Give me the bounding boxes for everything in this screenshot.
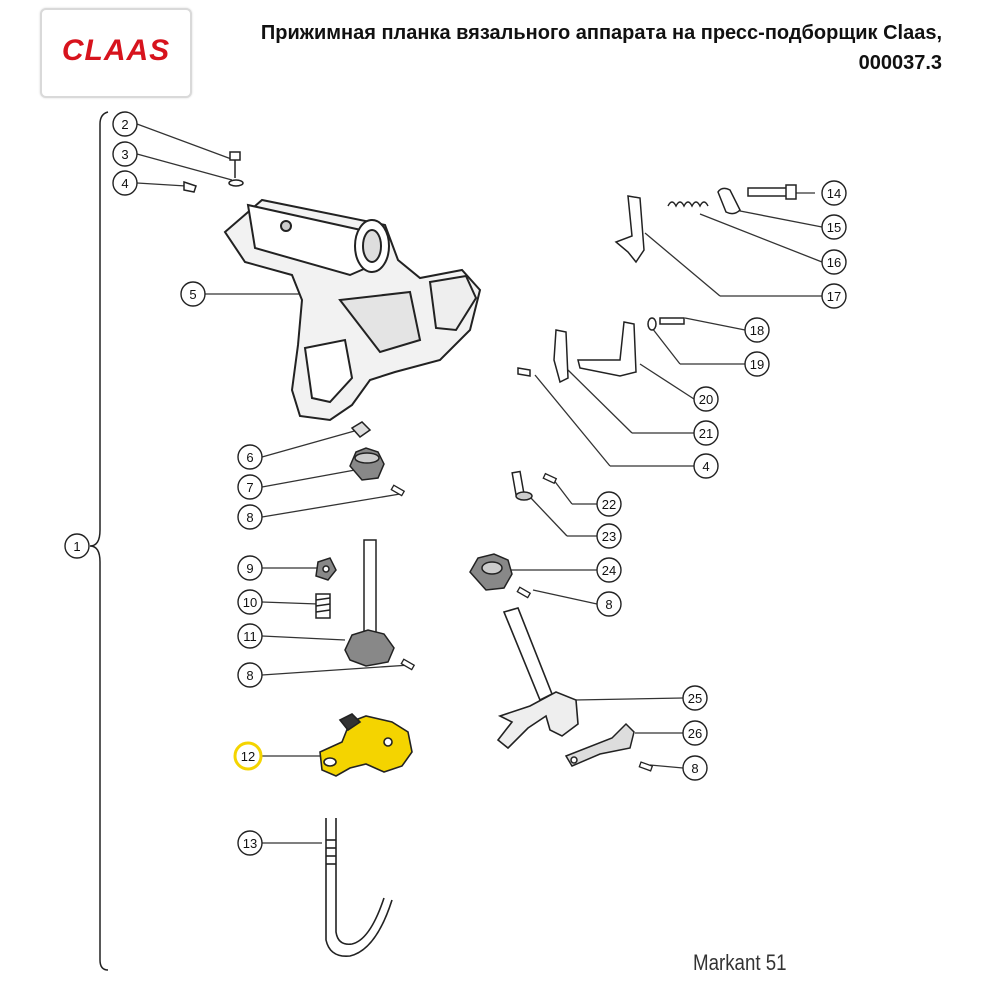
callout-label: 8	[246, 668, 253, 683]
callout-23: 23	[596, 523, 622, 549]
page-title: Прижимная планка вязального аппарата на …	[182, 18, 942, 78]
callout-label: 7	[246, 480, 253, 495]
bolt-2	[229, 151, 241, 178]
washer-3	[228, 179, 244, 187]
callout-label: 15	[827, 220, 841, 235]
callout-label: 23	[602, 529, 616, 544]
group-bracket	[89, 111, 109, 971]
callout-label: 16	[827, 255, 841, 270]
callout-18: 18	[744, 317, 770, 343]
callout-19: 19	[744, 351, 770, 377]
title-line-2: 000037.3	[858, 52, 942, 74]
callout-3: 3	[112, 141, 138, 167]
shaft-23	[511, 470, 533, 501]
callout-21: 21	[693, 420, 719, 446]
callout-6: 6	[237, 444, 263, 470]
callout-label: 20	[699, 392, 713, 407]
spring-16	[667, 201, 709, 208]
pin-8	[516, 586, 532, 599]
callout-9: 9	[237, 555, 263, 581]
pin-4	[183, 180, 197, 193]
lever-17	[614, 195, 645, 264]
lever-26	[564, 722, 635, 767]
callout-label: 8	[691, 761, 698, 776]
callout-1-label: 1	[73, 539, 80, 554]
callout-label: 9	[246, 561, 253, 576]
callout-2: 2	[112, 111, 138, 137]
callout-17: 17	[821, 283, 847, 309]
leader-lines	[136, 123, 823, 844]
callout-label: 25	[688, 691, 702, 706]
callout-label: 18	[750, 323, 764, 338]
callout-10: 10	[237, 589, 263, 615]
callout-label: 14	[827, 186, 841, 201]
callout-16: 16	[821, 249, 847, 275]
callout-8d: 8	[237, 662, 263, 688]
callout-7: 7	[237, 474, 263, 500]
pin-22	[542, 472, 558, 485]
callout-label: 24	[602, 563, 616, 578]
claas-logo: CLAAS	[40, 8, 192, 98]
gear-7	[349, 447, 385, 481]
shaft-11	[344, 539, 395, 667]
callout-label: 26	[688, 726, 702, 741]
callout-label: 13	[243, 836, 257, 851]
callout-label: 5	[189, 287, 196, 302]
pin-8	[638, 761, 654, 772]
main-housing	[223, 198, 482, 422]
callout-4: 4	[112, 170, 138, 196]
callout-5: 5	[180, 281, 206, 307]
callout-label: 6	[246, 450, 253, 465]
callout-label: 11	[243, 629, 257, 644]
plate-15	[717, 187, 741, 215]
callout-label: 21	[699, 426, 713, 441]
callout-label: 12	[241, 749, 255, 764]
callout-11: 11	[237, 623, 263, 649]
callout-8c: 8	[682, 755, 708, 781]
callout-12-highlighted: 12	[233, 741, 263, 771]
callouts: 1 2 3 4 5 6 7 8 9 10 11 12 13 14 15 16 1…	[64, 111, 847, 856]
washer-19	[647, 317, 657, 331]
callout-20: 20	[693, 386, 719, 412]
spring-10	[315, 593, 331, 619]
pin-4	[517, 367, 531, 377]
bolt-14	[747, 184, 797, 200]
gear-24	[469, 553, 513, 591]
callout-label: 22	[602, 497, 616, 512]
nut-6	[350, 421, 372, 438]
pin-8	[390, 484, 406, 497]
pressure-bar-12	[319, 713, 413, 777]
callout-label: 10	[243, 595, 257, 610]
callout-label: 19	[750, 357, 764, 372]
callout-22: 22	[596, 491, 622, 517]
callout-4b: 4	[693, 453, 719, 479]
callout-label: 17	[827, 289, 841, 304]
callout-label: 8	[605, 597, 612, 612]
callout-14: 14	[821, 180, 847, 206]
pin-8	[400, 658, 416, 671]
callout-15: 15	[821, 214, 847, 240]
knife-21	[553, 329, 569, 384]
callout-8: 8	[237, 504, 263, 530]
title-line-1: Прижимная планка вязального аппарата на …	[260, 22, 942, 44]
nut-9	[315, 557, 337, 581]
callout-label: 4	[702, 459, 709, 474]
callout-25: 25	[682, 685, 708, 711]
bracket-20	[577, 321, 637, 377]
callout-label: 8	[246, 510, 253, 525]
bolt-18	[659, 317, 685, 325]
callout-26: 26	[682, 720, 708, 746]
shaft-25	[496, 607, 579, 750]
callout-13: 13	[237, 830, 263, 856]
logo-text: CLAAS	[61, 34, 171, 67]
callout-label: 2	[121, 117, 128, 132]
model-label: Markant 51	[693, 950, 787, 975]
callout-1: 1	[64, 533, 90, 559]
callout-8b: 8	[596, 591, 622, 617]
callout-24: 24	[596, 557, 622, 583]
hook-13	[325, 818, 393, 957]
callout-label: 4	[121, 176, 128, 191]
callout-label: 3	[121, 147, 128, 162]
